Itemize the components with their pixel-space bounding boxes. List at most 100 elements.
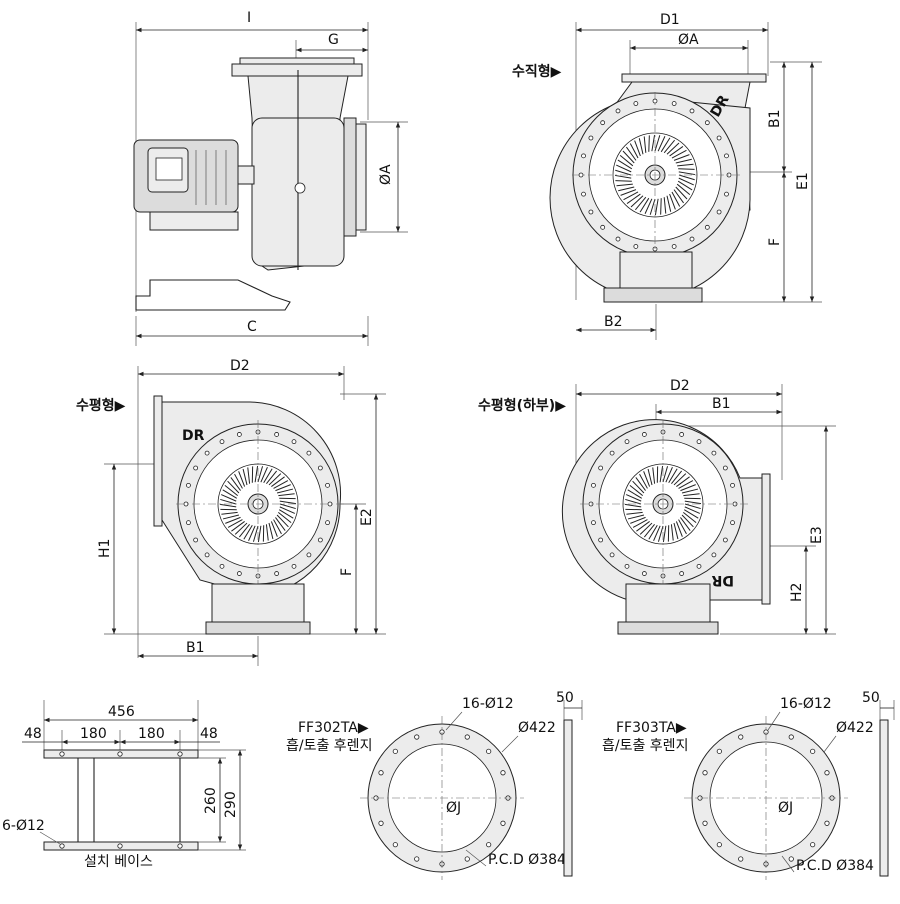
bolt-hole [591, 483, 595, 487]
base-holes: 6-Ø12 [2, 818, 45, 834]
bolt-hole [205, 451, 209, 455]
base-edge2: 48 [200, 726, 218, 742]
dim-D1: D1 [660, 12, 680, 28]
dim-D2-bottom: D2 [670, 378, 690, 394]
dim-H1: H1 [97, 539, 113, 558]
bolt-hole [697, 564, 701, 568]
base-edge1: 48 [24, 726, 42, 742]
bolt-hole [275, 432, 279, 436]
bolt-hole [610, 553, 614, 557]
bolt-hole [237, 572, 241, 576]
bolt-hole [724, 192, 728, 196]
bolt-hole [690, 237, 694, 241]
dim-E1: E1 [795, 172, 811, 190]
bolt-hole [634, 244, 638, 248]
bolt-hole [292, 440, 296, 444]
bolt-hole [220, 440, 224, 444]
bolt-hole [501, 821, 505, 825]
base-mid1: 180 [80, 726, 107, 742]
bolt-hole [703, 771, 707, 775]
bolt-hole [379, 821, 383, 825]
bolt-hole [810, 842, 814, 846]
side-base [136, 280, 290, 310]
impeller-blade [678, 169, 694, 170]
bolt-hole [318, 466, 322, 470]
bolt-hole [194, 466, 198, 470]
bolt-hole [220, 564, 224, 568]
flange2-inner-dia: ØJ [778, 800, 793, 816]
dim-B1-horizontal: B1 [186, 640, 205, 656]
flange2-holes: 16-Ø12 [780, 696, 832, 712]
bolt-hole [731, 521, 735, 525]
flange1-outer-dia: Ø422 [518, 720, 556, 736]
dim-F-horizontal: F [339, 568, 355, 576]
bolt-hole [625, 440, 629, 444]
bolt-hole [465, 857, 469, 861]
flange-ff303ta: FF303TA▶ 흡/토출 후렌지 16-Ø12 Ø422 ØJ P.C.D Ø… [602, 690, 894, 880]
bolt-hole [610, 451, 614, 455]
dim-A-vertical: ØA [678, 32, 699, 48]
dim-G: G [328, 32, 339, 48]
base-h1: 260 [203, 787, 219, 814]
flange1-holes: 16-Ø12 [462, 696, 514, 712]
horizontal-logo: DR [182, 428, 205, 444]
bolt-hole [486, 842, 490, 846]
bolt-hole [642, 572, 646, 576]
bolt-hole [326, 521, 330, 525]
horizontal-support [212, 584, 304, 622]
bolt-hole [582, 154, 586, 158]
flange2-pcd: P.C.D Ø384 [796, 858, 874, 874]
bolt-hole [717, 842, 721, 846]
bolt-hole [591, 521, 595, 525]
dim-E3: E3 [809, 526, 825, 544]
bolt-hole [825, 771, 829, 775]
horizontal-view: 수평형▶ D2 E2 F H1 B1 DR [76, 358, 386, 666]
bolt-hole [205, 553, 209, 557]
dim-A-side: ØA [378, 164, 394, 185]
bolt-hole [186, 483, 190, 487]
side-outlet-flange [344, 118, 356, 236]
bolt-hole [672, 244, 676, 248]
bolt-hole [634, 102, 638, 106]
dim-H2: H2 [789, 583, 805, 602]
flange1-desc: 흡/토출 후렌지 [286, 738, 372, 754]
bolt-hole [186, 521, 190, 525]
horizontal-bottom-title: 수평형(하부)▶ [478, 397, 566, 414]
flange2-thickness: 50 [862, 690, 880, 706]
dim-C: C [247, 319, 257, 335]
dim-E2: E2 [359, 508, 375, 526]
bolt-hole [731, 483, 735, 487]
installation-base: 456 48 180 180 48 260 290 6-Ø12 설치 베이스 [2, 700, 246, 870]
base-h2: 290 [223, 791, 239, 818]
flange1-inner-dia: ØJ [446, 800, 461, 816]
bolt-hole [680, 432, 684, 436]
bolt-hole [697, 440, 701, 444]
bolt-hole [739, 857, 743, 861]
bolt-hole [825, 821, 829, 825]
bolt-hole [717, 749, 721, 753]
bolt-hole [393, 749, 397, 753]
bolt-hole [810, 749, 814, 753]
bolt-hole [582, 192, 586, 196]
bolt-hole [465, 735, 469, 739]
bolt-hole [789, 857, 793, 861]
bolt-hole [275, 572, 279, 576]
flange1-model: FF302TA▶ [298, 720, 369, 736]
impeller-blade [615, 181, 631, 182]
bolt-hole [601, 121, 605, 125]
bolt-hole [589, 136, 593, 140]
bolt-hole [486, 749, 490, 753]
bolt-hole [616, 109, 620, 113]
flange2-model: FF303TA▶ [616, 720, 687, 736]
impeller-blade [661, 198, 662, 214]
flange2-outer-dia: Ø422 [836, 720, 874, 736]
bolt-hole [789, 735, 793, 739]
base-mid2: 180 [138, 726, 165, 742]
bolt-hole [601, 225, 605, 229]
bolt-hole [712, 451, 716, 455]
horizontal-bottom-view: 수평형(하부)▶ D2 B1 E3 H2 DR [478, 378, 836, 634]
bolt-hole [723, 466, 727, 470]
dim-B1-vertical: B1 [767, 109, 783, 128]
bolt-hole [307, 553, 311, 557]
